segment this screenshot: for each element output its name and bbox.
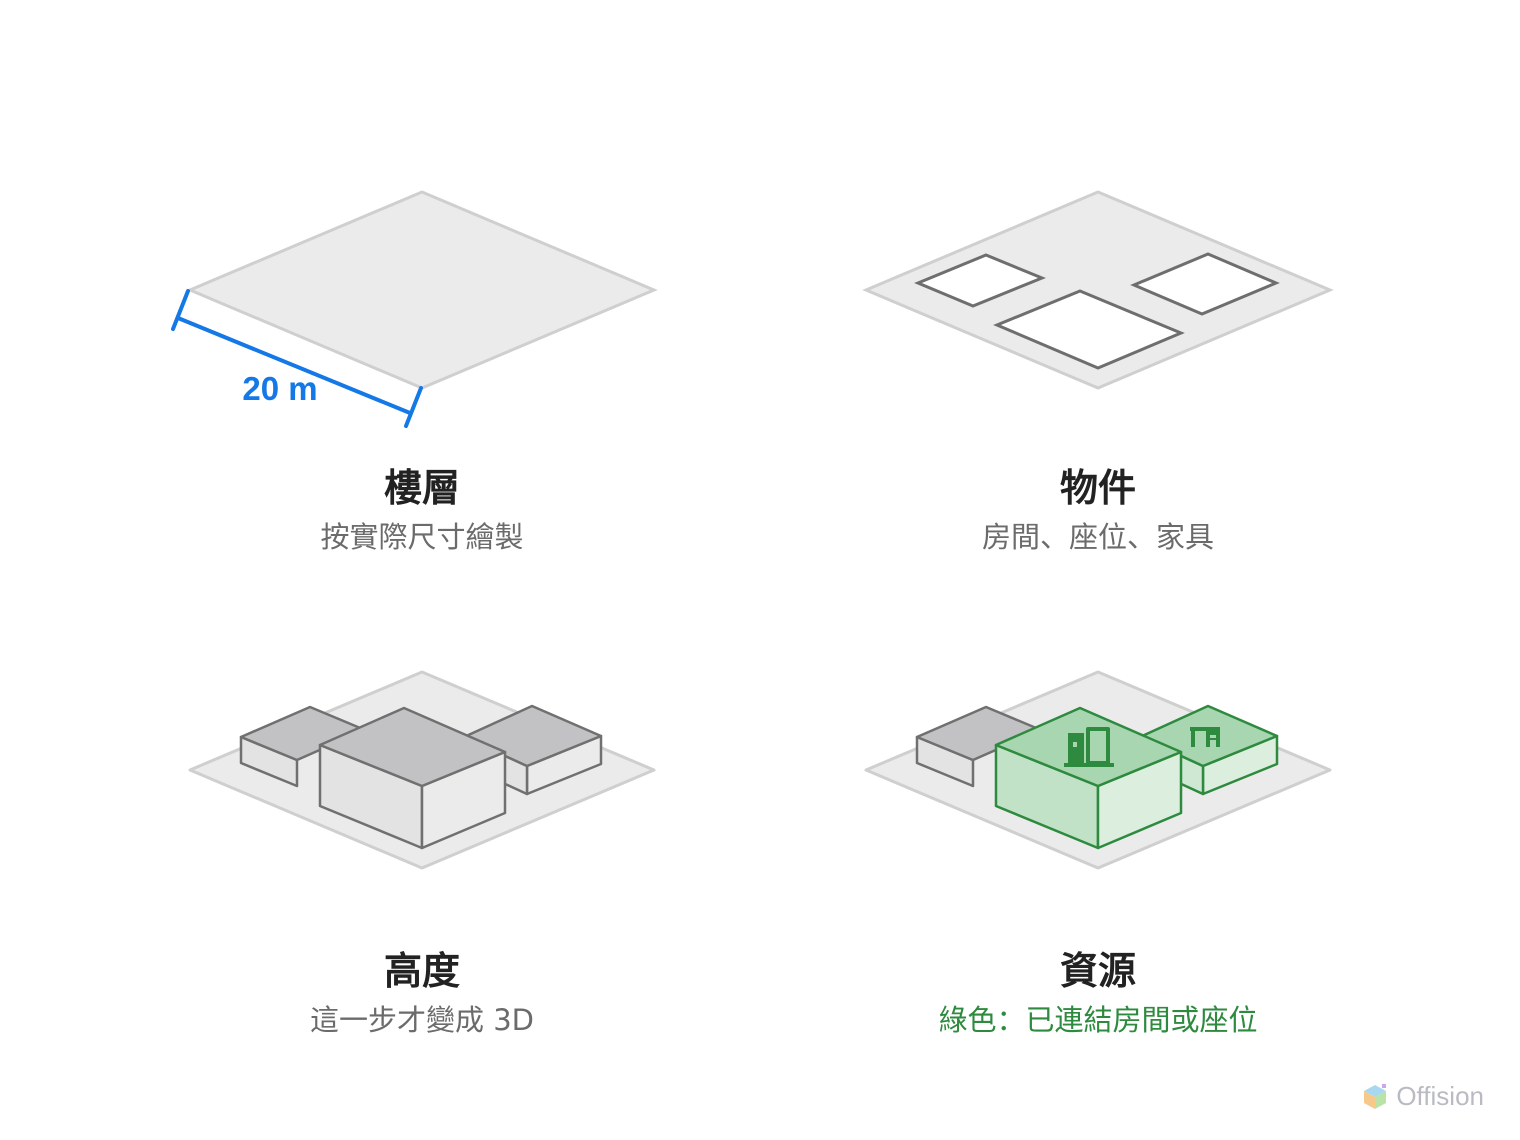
- box-back-left: [239, 705, 367, 788]
- desk-icon: [1190, 727, 1220, 747]
- box-front: [318, 706, 507, 850]
- resources-title: 資源: [1059, 949, 1136, 993]
- resources-subtitle: 綠色：已連結房間或座位: [938, 1003, 1258, 1037]
- objects-subtitle: 房間、座位、家具: [981, 520, 1214, 554]
- height-title: 高度: [383, 949, 460, 993]
- floor-subtitle: 按實際尺寸繪製: [320, 520, 524, 554]
- height-subtitle: 這一步才變成 3D: [310, 1003, 534, 1037]
- dimension-line: [171, 289, 423, 428]
- floor-panel-graphic: 20 m: [171, 190, 658, 428]
- room-outline-left: [914, 253, 1046, 308]
- objects-plane: [862, 190, 1334, 390]
- height-panel-graphic: [188, 670, 656, 870]
- room-outline-center: [993, 289, 1185, 370]
- objects-title: 物件: [1059, 466, 1136, 510]
- offision-logo-icon: [1364, 1083, 1387, 1109]
- box-unlinked: [915, 705, 1043, 788]
- brand-name: Offision: [1396, 1081, 1484, 1111]
- room-outline-right: [1130, 252, 1280, 316]
- objects-panel-graphic: [862, 190, 1334, 390]
- resources-panel-graphic: [864, 670, 1332, 870]
- floor-title: 樓層: [383, 466, 460, 510]
- floor-plane: [186, 190, 658, 390]
- dimension-label: 20 m: [242, 370, 317, 407]
- brand-watermark: Offision: [1362, 1081, 1484, 1112]
- door-icon: [1064, 727, 1114, 767]
